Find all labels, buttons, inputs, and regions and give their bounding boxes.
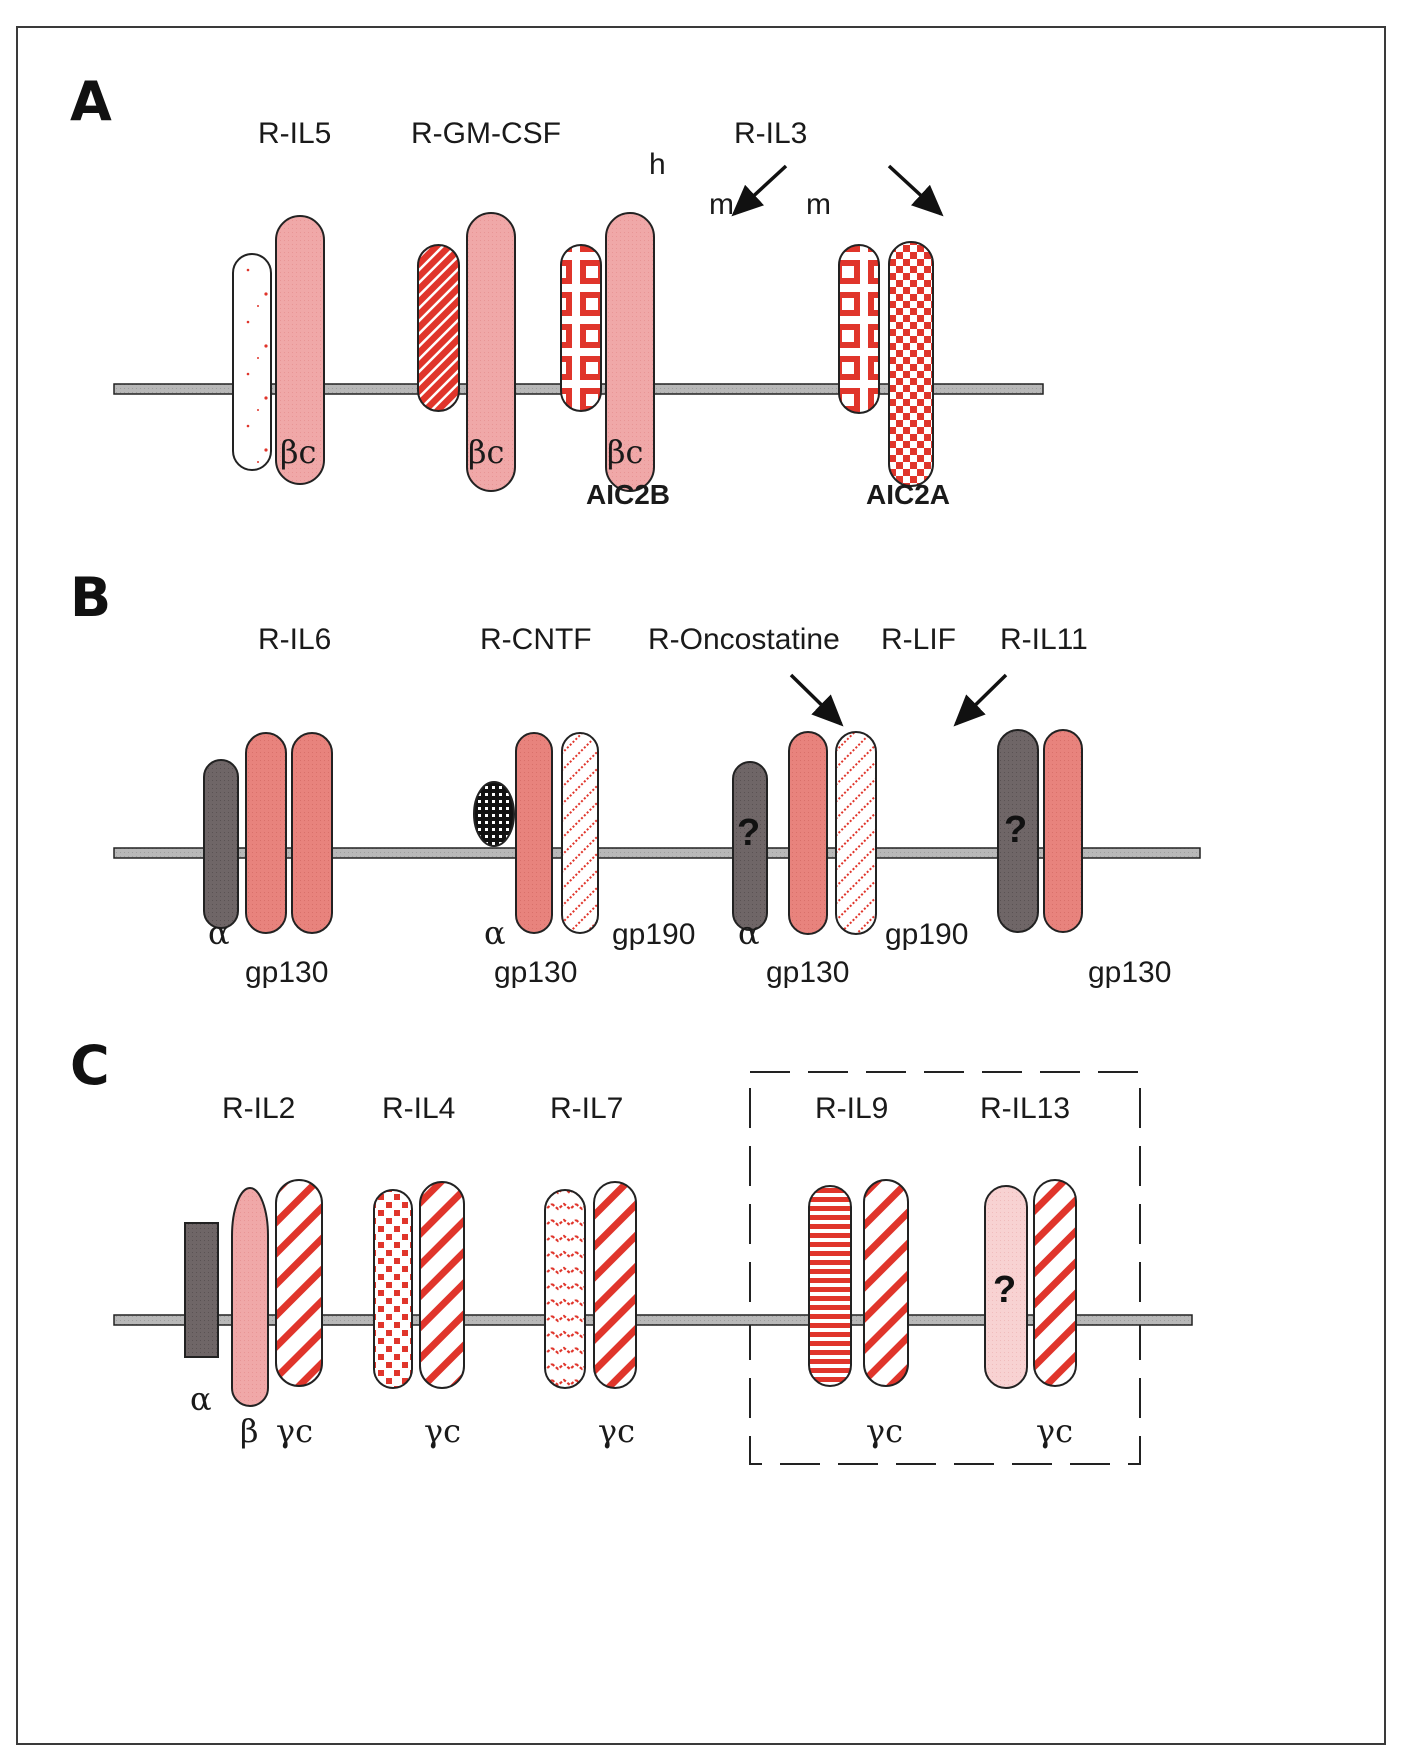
chain-oncostatine-alpha (732, 761, 768, 931)
chain-il7-gamma-c (593, 1181, 637, 1389)
chain-il11-gp130 (1043, 729, 1083, 933)
panel-a: A R-IL5 R-GM-CSF R-IL3 h m m βc βc βc AI… (70, 70, 1044, 510)
unknown-mark-oncostatine: ? (737, 812, 760, 854)
chain-il3-aic2a (888, 241, 934, 487)
chain-il6-gp130-2 (291, 732, 333, 934)
label-alpha-il2: α (190, 1380, 212, 1418)
chain-il4-gamma-c (419, 1181, 465, 1389)
chain-cntf-gp190 (561, 732, 599, 934)
label-r-il9: R-IL9 (815, 1092, 888, 1125)
unknown-mark-il11: ? (1004, 809, 1027, 851)
chain-gmcsf-beta-c (466, 212, 516, 492)
label-aic2b: AIC2B (586, 479, 670, 510)
panel-letter-a: A (70, 70, 112, 133)
chain-lif-gp190 (835, 731, 877, 935)
label-beta-c-3: βc (607, 433, 643, 471)
panel-letter-c: C (70, 1034, 110, 1097)
unknown-mark-il13: ? (993, 1269, 1016, 1311)
label-gp190-cntf: gp190 (612, 918, 695, 951)
panel-c: C R-IL2 R-IL4 R-IL7 R-IL9 R-IL13 ? α β γ… (70, 1034, 1193, 1465)
label-aic2a: AIC2A (866, 479, 950, 510)
arrow-lif-to-gp190 (953, 673, 1008, 727)
label-gp130-cntf: gp130 (494, 956, 577, 989)
label-alpha-il6: α (208, 914, 230, 952)
figure-frame (16, 26, 1386, 1745)
label-r-cntf: R-CNTF (480, 623, 592, 656)
label-r-il6: R-IL6 (258, 623, 331, 656)
chain-il5-beta-c (275, 215, 325, 485)
chain-il11-alpha (997, 729, 1039, 933)
label-alpha-cntf: α (484, 914, 506, 952)
label-species-h: h (649, 148, 666, 181)
label-r-oncostatine: R-Oncostatine (648, 623, 840, 656)
label-r-gm-csf: R-GM-CSF (411, 117, 561, 150)
label-beta-c-2: βc (468, 433, 504, 471)
label-beta-il2: β (240, 1412, 259, 1450)
label-gp130-il11: gp130 (1088, 956, 1171, 989)
panel-b: B R-IL6 R-CNTF R-Oncostatine R-LIF R-IL1… (70, 566, 1201, 989)
panel-letter-b: B (70, 566, 111, 629)
chain-cntf-gp130 (515, 732, 553, 934)
label-gamma-c-il7: γc (598, 1412, 635, 1450)
membrane-b (113, 847, 1201, 859)
chain-cntf-alpha (473, 781, 515, 847)
label-r-il3: R-IL3 (734, 117, 807, 150)
label-species-m-1: m (709, 188, 734, 221)
label-gamma-c-il4: γc (424, 1412, 461, 1450)
label-gamma-c-il9: γc (866, 1412, 903, 1450)
chain-il3-beta-c-aic2b (605, 212, 655, 492)
label-r-il5: R-IL5 (258, 117, 331, 150)
label-r-lif: R-LIF (881, 623, 956, 656)
label-r-il11: R-IL11 (1000, 623, 1088, 656)
label-gamma-c-il13: γc (1036, 1412, 1073, 1450)
chain-il9-gamma-c (863, 1179, 909, 1387)
chain-il9-alpha (808, 1185, 852, 1387)
arrow-il3-to-aic2a (887, 164, 944, 217)
membrane-c (113, 1314, 1193, 1326)
label-alpha-oncostatine: α (738, 914, 760, 952)
chain-il4-alpha (373, 1189, 413, 1389)
chain-gmcsf-alpha (417, 244, 460, 412)
chain-oncostatine-gp130 (788, 731, 828, 935)
label-r-il7: R-IL7 (550, 1092, 623, 1125)
chain-il6-gp130-1 (245, 732, 287, 934)
chain-il3-alpha-human (560, 244, 602, 412)
label-gp130-il6: gp130 (245, 956, 328, 989)
label-beta-c-1: βc (280, 433, 316, 471)
arrow-il3-to-aic2b (731, 164, 788, 217)
chain-il2-alpha (184, 1222, 219, 1358)
chain-il3-alpha-mouse (838, 244, 880, 414)
label-species-m-2: m (806, 188, 831, 221)
label-r-il2: R-IL2 (222, 1092, 295, 1125)
label-r-il13: R-IL13 (980, 1092, 1070, 1125)
arrow-oncostatine-to-gp130 (789, 673, 844, 727)
label-gp130-oncostatine: gp130 (766, 956, 849, 989)
chain-il13-gamma-c (1033, 1179, 1077, 1387)
dashed-box-il9-il13 (749, 1071, 1141, 1465)
chain-il6-alpha (203, 759, 239, 929)
chain-il2-beta (231, 1187, 269, 1407)
chain-il7-alpha (544, 1189, 586, 1389)
chain-il13-alpha (984, 1185, 1028, 1389)
chain-il5-alpha (232, 253, 272, 471)
chain-il2-gamma-c (275, 1179, 323, 1387)
label-r-il4: R-IL4 (382, 1092, 455, 1125)
label-gp190-lif: gp190 (885, 918, 968, 951)
label-gamma-c-il2: γc (276, 1412, 313, 1450)
